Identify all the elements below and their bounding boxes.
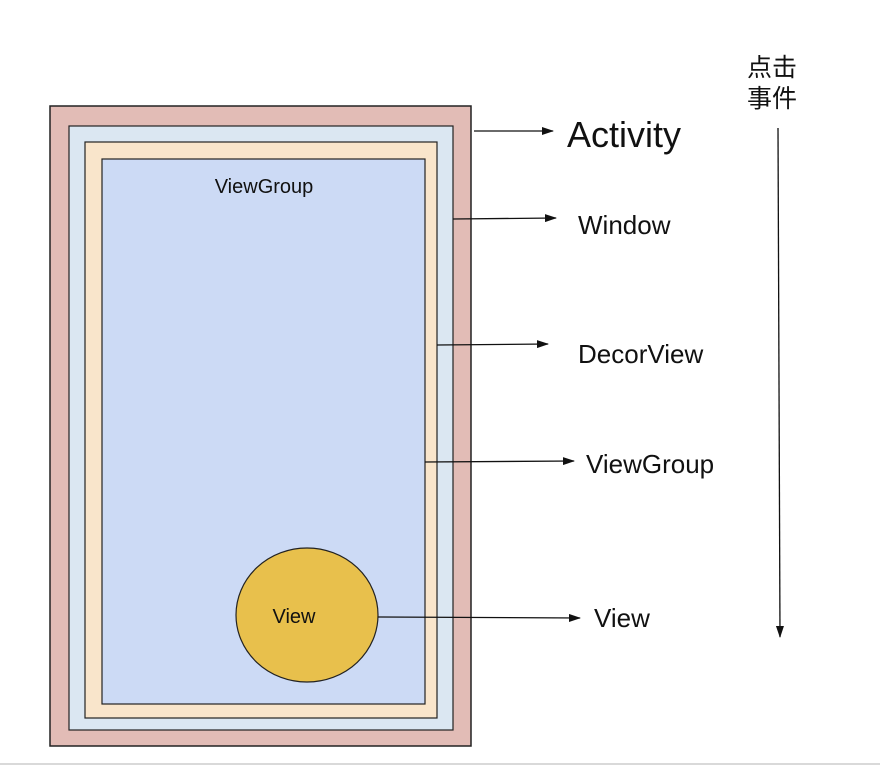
- label-view: View: [594, 603, 650, 633]
- arrow-viewgroup: [424, 457, 575, 466]
- event-label-line2: 事件: [747, 84, 797, 113]
- view-ellipse: [235, 547, 379, 683]
- event-label-line1: 点击: [747, 53, 797, 82]
- view-ellipse-label: View: [273, 606, 317, 628]
- arrow-decorview: [436, 340, 549, 349]
- arrow-window: [452, 214, 557, 223]
- label-window: Window: [578, 210, 671, 240]
- label-viewgroup: ViewGroup: [586, 449, 714, 479]
- viewgroup-box-title: ViewGroup: [215, 176, 314, 198]
- arrow-view: [377, 613, 581, 622]
- label-decorview: DecorView: [578, 339, 703, 369]
- event-direction-arrow: [775, 127, 784, 638]
- label-activity: Activity: [567, 114, 681, 155]
